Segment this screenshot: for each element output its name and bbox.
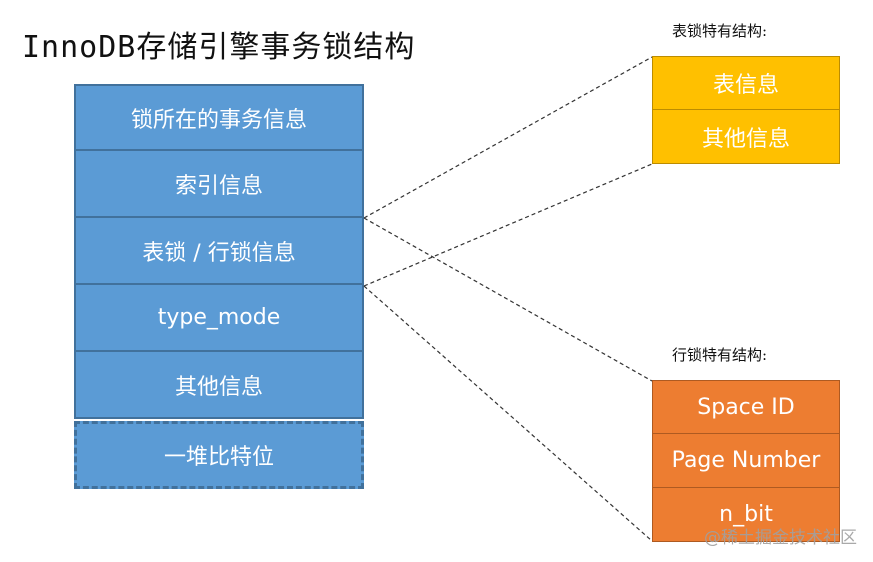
connector-table-lock-top (363, 56, 653, 219)
row-lock-page-number: Page Number (652, 434, 840, 488)
lock-struct-stack: 锁所在的事务信息 索引信息 表锁 / 行锁信息 type_mode 其他信息 一… (74, 84, 364, 489)
row-lock-n-bit: n_bit (652, 488, 840, 542)
connector-table-lock-bottom (363, 163, 653, 287)
diagram-title: InnoDB存储引擎事务锁结构 (22, 30, 416, 65)
row-lock-space-id: Space ID (652, 380, 840, 434)
table-lock-title: 表锁特有结构: (672, 22, 768, 40)
table-lock-other-info: 其他信息 (652, 110, 840, 164)
table-lock-box: 表信息 其他信息 (652, 56, 840, 164)
cell-table-row-lock-info: 表锁 / 行锁信息 (74, 218, 364, 285)
row-lock-title: 行锁特有结构: (672, 346, 768, 364)
row-lock-box: Space ID Page Number n_bit (652, 380, 840, 542)
cell-index-info: 索引信息 (74, 151, 364, 218)
table-lock-table-info: 表信息 (652, 56, 840, 110)
cell-type-mode: type_mode (74, 285, 364, 352)
watermark: @稀土掘金技术社区 (704, 528, 857, 548)
cell-bit-array: 一堆比特位 (74, 421, 364, 489)
connector-row-lock-bottom (363, 285, 653, 542)
cell-other-info: 其他信息 (74, 352, 364, 419)
cell-trx-info: 锁所在的事务信息 (74, 84, 364, 151)
connector-row-lock-top (363, 217, 653, 382)
